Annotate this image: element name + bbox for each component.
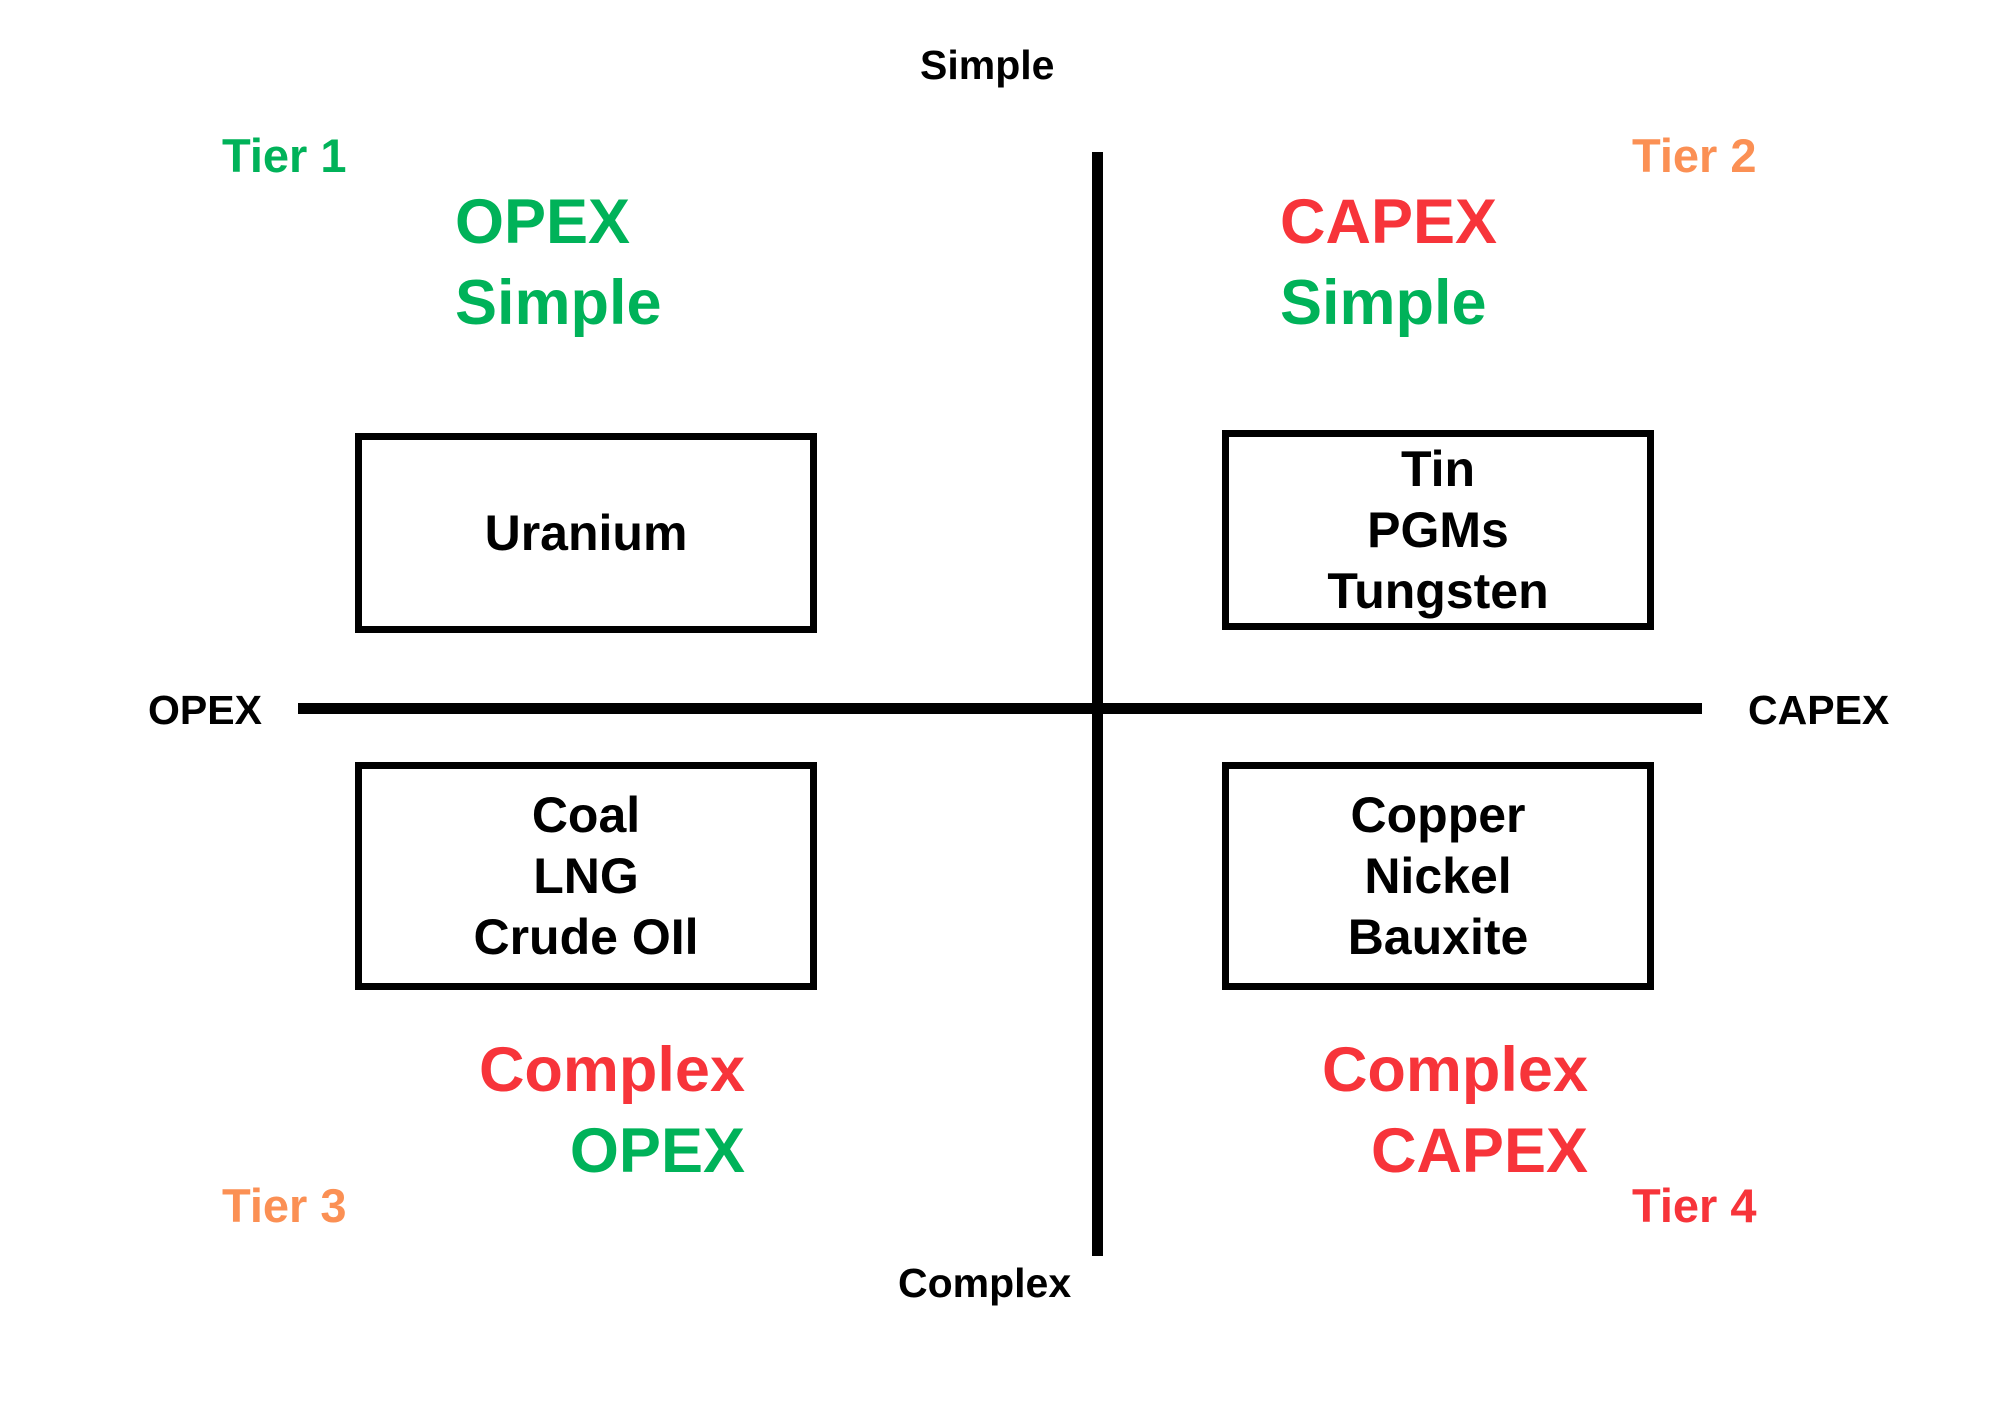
tier-badge-4: Tier 4: [1632, 1179, 1757, 1232]
headline-line-0: Complex: [1321, 1035, 1588, 1105]
commodity-item: Coal: [531, 786, 641, 843]
commodity-item: Crude OIl: [473, 908, 699, 965]
headline-line-0: CAPEX: [1280, 187, 1498, 257]
commodity-item: Nickel: [1364, 847, 1512, 904]
headline-line-0: OPEX: [455, 187, 631, 257]
headline-line-1: OPEX: [569, 1115, 745, 1186]
commodity-item: Bauxite: [1347, 908, 1529, 965]
commodity-item: LNG: [533, 847, 639, 904]
axis-label-complex: Complex: [898, 1260, 1072, 1306]
headline-line-1: Simple: [1280, 267, 1487, 338]
quadrant-headline-top-left: OPEX Simple: [455, 182, 662, 343]
headline-line-1: Simple: [455, 267, 662, 338]
axis-label-capex: CAPEX: [1748, 687, 1890, 733]
commodity-item: Copper: [1350, 786, 1526, 843]
tier-badge-2: Tier 2: [1632, 129, 1757, 182]
tier-badge-1: Tier 1: [222, 129, 347, 182]
commodity-box-tier-1: Uranium: [355, 433, 817, 633]
vertical-axis-line: [1092, 152, 1103, 1256]
commodity-item: Tungsten: [1327, 562, 1549, 619]
axis-label-opex: OPEX: [148, 687, 262, 733]
headline-line-1: CAPEX: [1370, 1115, 1588, 1186]
commodity-item: PGMs: [1367, 501, 1509, 558]
horizontal-axis-line: [298, 703, 1702, 714]
quadrant-headline-top-right: CAPEX Simple: [1280, 182, 1497, 343]
headline-line-0: Complex: [478, 1035, 745, 1105]
commodity-item: Tin: [1400, 440, 1476, 497]
tier-badge-3: Tier 3: [222, 1179, 347, 1232]
axis-label-simple: Simple: [920, 42, 1055, 88]
commodity-item: Uranium: [484, 504, 688, 561]
